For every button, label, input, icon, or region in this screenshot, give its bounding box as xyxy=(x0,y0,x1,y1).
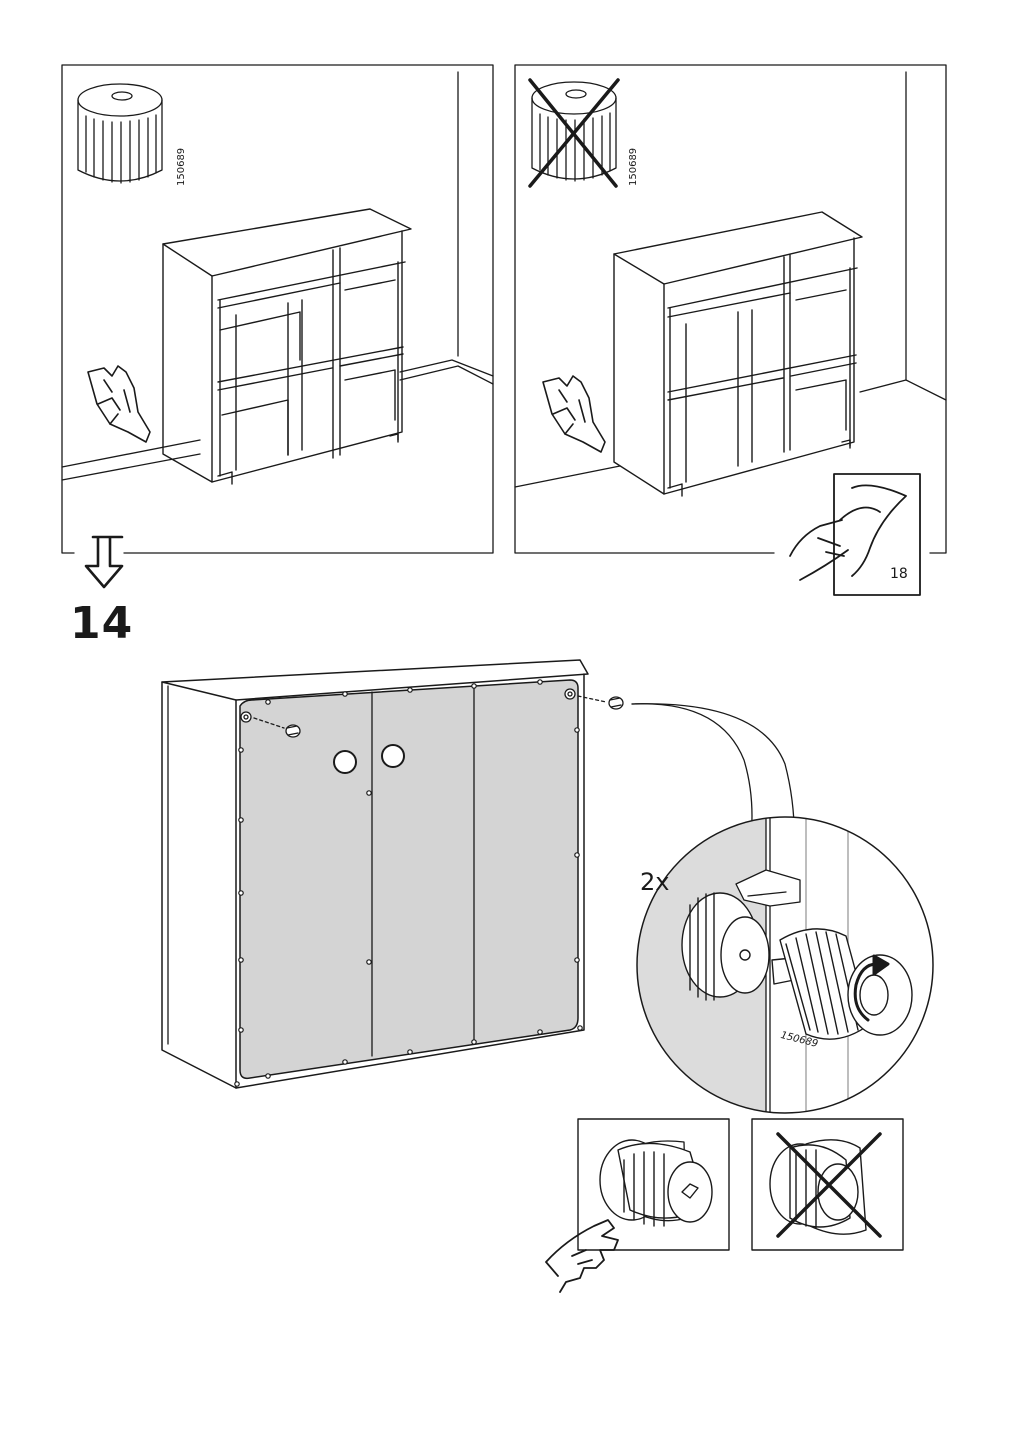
pressing-hand-icon xyxy=(545,1219,619,1293)
arrow-down-icon xyxy=(84,535,124,589)
part-number-label: 150689 xyxy=(176,147,187,186)
quantity-label: 2x xyxy=(640,868,670,896)
adjustable-foot-small xyxy=(285,724,301,738)
adjustable-foot-crossed-icon xyxy=(528,78,620,188)
cabinet-back-view xyxy=(161,659,624,1089)
back-panel xyxy=(239,679,579,1080)
detail-correct xyxy=(545,1118,730,1293)
foot-fixed xyxy=(681,892,770,1001)
detail-incorrect xyxy=(751,1118,904,1251)
page-turn-icon xyxy=(789,473,921,596)
adjustable-foot-icon xyxy=(77,83,163,184)
rotate-arrow-icon xyxy=(853,954,890,1022)
bookcase-incorrect xyxy=(613,211,863,497)
step-number: 14 xyxy=(70,598,134,649)
panel-correct xyxy=(61,64,494,554)
page-reference-number: 18 xyxy=(890,566,908,582)
adjustable-foot-small xyxy=(608,696,624,710)
zoom-detail xyxy=(631,703,934,1114)
part-number-label: 150689 xyxy=(628,147,639,186)
bookcase-correct xyxy=(162,208,412,485)
panel-incorrect xyxy=(514,64,947,596)
pressing-hand-icon xyxy=(87,365,151,443)
pressing-hand-icon xyxy=(542,375,606,453)
